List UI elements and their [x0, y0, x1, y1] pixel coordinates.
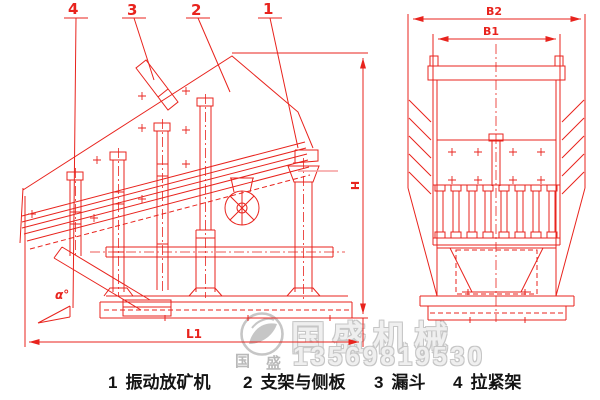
caption-item-1: 1 振动放矿机	[108, 368, 210, 393]
caption-item-1-num: 1	[108, 373, 118, 392]
dim-alpha-label: α°	[55, 288, 70, 302]
front-view-linework	[407, 14, 586, 323]
caption-item-2: 2 支架与侧板	[243, 368, 345, 393]
caption-item-1-label: 振动放矿机	[125, 373, 211, 392]
caption-item-3-label: 漏斗	[391, 373, 426, 392]
watermark-stamp-right: 盛	[266, 355, 282, 372]
caption-item-4: 4 拉紧架	[453, 368, 521, 393]
caption-item-2-num: 2	[243, 373, 253, 392]
watermark-stamp-left: 国	[235, 353, 251, 370]
side-view-linework	[19, 55, 362, 324]
caption-item-3: 3 漏斗	[374, 368, 425, 393]
caption-item-4-num: 4	[453, 373, 463, 392]
comb-teeth	[434, 184, 558, 239]
dimension-lines	[24, 16, 581, 347]
caption-item-3-num: 3	[374, 373, 384, 392]
callout-3-label: 3	[127, 1, 138, 19]
dim-l1-label: L1	[186, 327, 202, 341]
dim-h-label: H	[348, 180, 362, 191]
callout-1-label: 1	[263, 0, 274, 18]
dim-b2-label: B2	[486, 5, 503, 18]
parts-caption: 1 振动放矿机 2 支架与侧板 3 漏斗 4 拉紧架	[0, 368, 600, 394]
watermark-logo	[240, 312, 284, 356]
caption-item-4-label: 拉紧架	[470, 373, 522, 392]
caption-item-2-label: 支架与侧板	[260, 373, 346, 392]
dim-b1-label: B1	[483, 25, 500, 38]
watermark-phone: 13569819530	[293, 341, 486, 371]
callout-4-label: 4	[68, 0, 79, 18]
callout-2-label: 2	[191, 1, 202, 19]
